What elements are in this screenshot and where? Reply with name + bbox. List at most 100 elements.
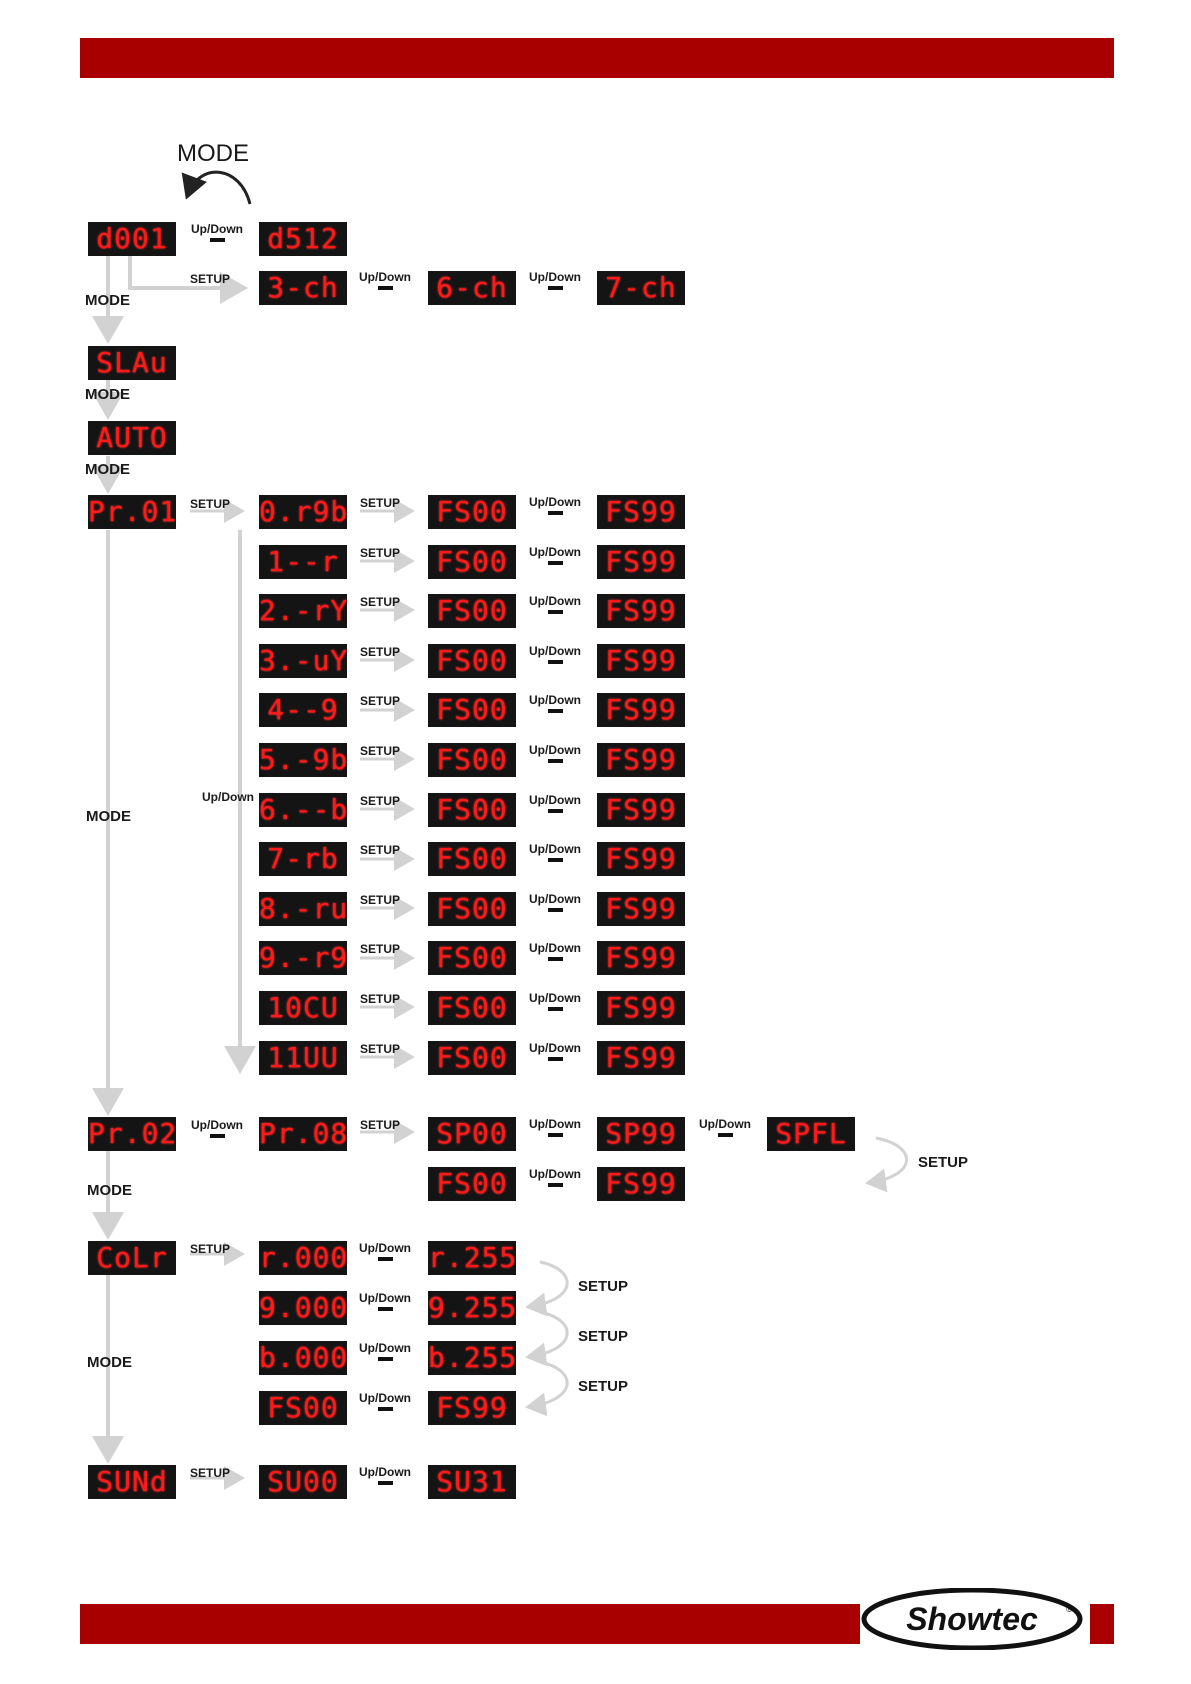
updown-text: Up/Down [529, 643, 581, 658]
display-fs99: FS99 [597, 743, 685, 777]
footer-bar [80, 1604, 860, 1644]
setup-label: SETUP [360, 496, 401, 510]
updown-label: Up/Down [358, 1391, 412, 1411]
updown-label: Up/Down [528, 892, 582, 912]
display-fs00: FS00 [428, 792, 516, 827]
display-b255: b.255 [428, 1341, 516, 1375]
updown-text: Up/Down [529, 743, 581, 757]
updown-dash [547, 709, 563, 714]
display-colr: CoLr [88, 1241, 176, 1275]
display-fs00: FS00 [428, 1167, 516, 1201]
setup-label-curve: SETUP [578, 1378, 629, 1395]
display-program: 11UU [259, 1040, 347, 1075]
display-fs00: FS00 [428, 743, 516, 777]
setup-label: SETUP [360, 942, 401, 957]
display-6ch: 6-ch [428, 271, 516, 305]
display-su31: SU31 [428, 1465, 516, 1499]
setup-label: SETUP [360, 1041, 401, 1056]
registered-mark: ® [1066, 1604, 1073, 1614]
updown-label-programs: Up/Down [202, 790, 254, 804]
display-fs99: FS99 [597, 693, 685, 728]
display-program: 8.-ru [259, 891, 347, 926]
display-pr08: Pr.08 [259, 1117, 347, 1151]
mode-label: MODE [87, 1182, 132, 1199]
display-spfl: SPFL [767, 1117, 855, 1151]
display-9000: 9.000 [259, 1291, 347, 1325]
display-program: 9.-r9 [259, 941, 347, 976]
updown-text: Up/Down [529, 693, 581, 708]
display-pr01: Pr.01 [88, 495, 176, 529]
setup-label-curve: SETUP [578, 1278, 629, 1295]
updown-label: Up/Down [528, 842, 582, 863]
display-sp99: SP99 [597, 1117, 685, 1151]
display-fs00: FS00 [428, 1040, 516, 1075]
updown-dash [547, 957, 563, 962]
mode-label: MODE [87, 1354, 132, 1371]
display-fs99: FS99 [597, 991, 685, 1025]
display-fs99: FS99 [597, 643, 685, 678]
display-fs00: FS00 [428, 594, 516, 629]
mode-caption-top: MODE [177, 140, 249, 167]
setup-label-curve: SETUP [918, 1154, 969, 1171]
updown-dash [547, 560, 563, 565]
mode-label: MODE [85, 461, 130, 478]
updown-label: Up/Down [528, 693, 582, 714]
display-fs99: FS99 [597, 792, 685, 827]
display-b000: b.000 [259, 1341, 347, 1375]
updown-text: Up/Down [529, 495, 581, 509]
updown-label: Up/Down [528, 793, 582, 813]
display-su00: SU00 [259, 1465, 347, 1499]
updown-label: Up/Down [358, 1291, 412, 1311]
updown-dash [547, 759, 563, 763]
display-fs99: FS99 [428, 1391, 516, 1425]
updown-dash [547, 858, 563, 863]
display-3ch: 3-ch [259, 271, 347, 305]
display-program: 0.r9b [259, 495, 347, 529]
display-program: 4--9 [259, 693, 347, 728]
display-fs99: FS99 [597, 891, 685, 926]
display-program: 2.-rY [259, 594, 347, 629]
updown-label: Up/Down [190, 222, 244, 242]
showtec-logo: Showtec ® [860, 1587, 1090, 1651]
display-fs99: FS99 [597, 1167, 685, 1201]
display-slau: SLAu [88, 346, 176, 380]
updown-label: Up/Down [358, 270, 412, 290]
updown-label: Up/Down [528, 545, 582, 565]
display-fs99: FS99 [597, 1040, 685, 1075]
updown-text: Up/Down [529, 792, 581, 807]
updown-text: Up/Down [529, 1040, 581, 1055]
setup-label: SETUP [360, 644, 401, 659]
updown-label: Up/Down [698, 1117, 752, 1137]
display-r000: r.000 [259, 1241, 347, 1275]
mode-label: MODE [85, 292, 130, 309]
updown-label: Up/Down [528, 743, 582, 763]
updown-dash [547, 1007, 563, 1011]
setup-label: SETUP [190, 1242, 231, 1256]
display-fs00: FS00 [428, 544, 516, 579]
display-program: 3.-uY [259, 643, 347, 678]
display-fs00: FS00 [428, 495, 516, 529]
display-fs99: FS99 [597, 495, 685, 529]
display-d001: d001 [88, 222, 176, 256]
display-program: 1--r [259, 544, 347, 579]
updown-dash [547, 1056, 563, 1061]
display-fs00: FS00 [428, 842, 516, 877]
updown-label: Up/Down [528, 941, 582, 962]
display-7ch: 7-ch [597, 271, 685, 305]
display-program: 7-rb [259, 842, 347, 877]
setup-label: SETUP [190, 497, 231, 511]
updown-dash [547, 511, 563, 515]
updown-dash [547, 610, 563, 615]
updown-label: Up/Down [528, 1117, 582, 1137]
header-bar [80, 38, 1114, 78]
display-9255: 9.255 [428, 1291, 516, 1325]
display-fs00: FS00 [428, 643, 516, 678]
display-sp00: SP00 [428, 1117, 516, 1151]
updown-text: Up/Down [529, 891, 581, 906]
setup-label: SETUP [360, 595, 401, 610]
display-auto: AUTO [88, 421, 176, 455]
updown-text: Up/Down [529, 941, 581, 956]
updown-text: Up/Down [529, 544, 581, 559]
display-d512: d512 [259, 222, 347, 256]
